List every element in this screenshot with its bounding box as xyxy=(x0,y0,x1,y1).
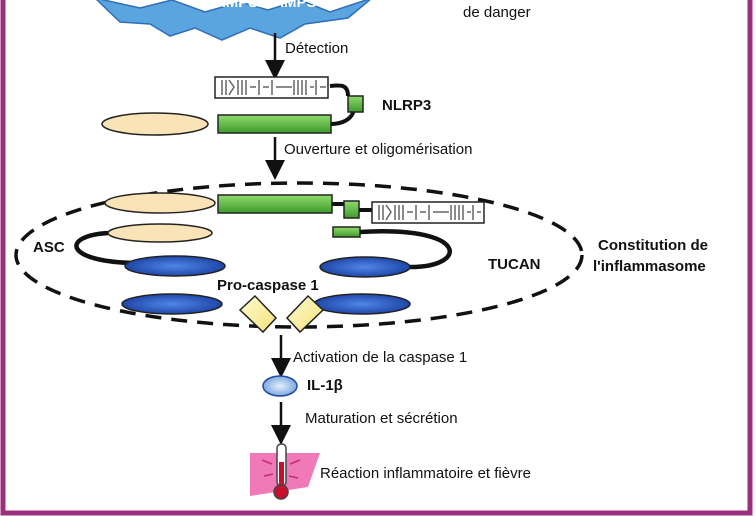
pamps-starburst-icon xyxy=(96,0,371,41)
procaspase-card-left xyxy=(121,293,223,315)
nlrp3-small-domain xyxy=(347,95,364,113)
procaspase-card-right xyxy=(313,293,411,315)
lrr-repeat-box-icon xyxy=(214,76,329,99)
nlrp3-label: NLRP3 xyxy=(382,97,432,114)
step-maturation: Maturation et sécrétion xyxy=(305,410,458,427)
il1b-label: IL-1β xyxy=(307,377,343,394)
asc-adaptor xyxy=(74,223,226,277)
inflammasome-boundary xyxy=(14,181,584,329)
nlrp3-open xyxy=(104,192,485,224)
inflammasome-label-line1: Constitution de xyxy=(598,237,708,254)
nlrp3-nacht-domain xyxy=(217,114,332,134)
nlrp3-closed xyxy=(101,76,364,136)
danger-label: de danger xyxy=(463,4,531,21)
inflammasome-label-line2: l'inflammasome xyxy=(593,258,706,275)
procaspase-label: Pro-caspase 1 xyxy=(217,277,319,294)
thermometer-icon xyxy=(250,443,320,500)
step-detection: Détection xyxy=(285,40,349,57)
pamps-damps-label: PAMPS/DAMPS xyxy=(206,0,317,11)
asc-label: ASC xyxy=(33,239,65,256)
lrr-repeat-box-open-icon xyxy=(371,201,485,224)
tucan-protein xyxy=(319,226,452,278)
tucan-label: TUCAN xyxy=(488,256,541,273)
step-opening: Ouverture et oligomérisation xyxy=(284,141,473,158)
il1b-molecule xyxy=(262,375,298,397)
step-activation: Activation de la caspase 1 xyxy=(293,349,468,366)
final-effect: Réaction inflammatoire et fièvre xyxy=(320,465,531,482)
nlrp3-pyd-domain xyxy=(101,112,209,136)
caspase-subunits xyxy=(238,294,325,334)
